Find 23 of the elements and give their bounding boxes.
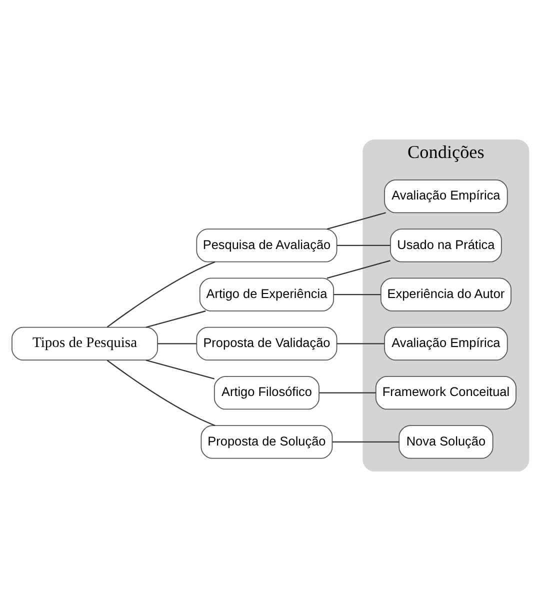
node-box: Tipos de Pesquisa [12,326,158,360]
connector [319,392,376,393]
connector [146,359,215,379]
connector [326,260,390,278]
node-box: Proposta de Solução [200,424,333,458]
node-box: Nova Solução [398,424,494,458]
node-box: Avaliação Empírica [384,179,508,213]
connector [326,212,386,230]
connector [106,359,216,426]
node-box: Proposta de Validação [196,326,338,360]
connector [332,440,399,442]
node-box: Artigo de Experiência [199,277,334,311]
connector [146,310,206,328]
node-box: Framework Conceitual [375,376,516,410]
node-box: Artigo Filosófico [214,376,320,410]
connector [158,342,197,344]
connector [336,342,384,344]
node-box: Pesquisa de Avaliação [196,228,338,262]
connector [336,244,390,246]
node-box: Usado na Prática [390,228,502,262]
connector [334,293,381,295]
node-box: Experiência do Autor [380,277,512,311]
node-box: Avaliação Empírica [384,326,508,360]
